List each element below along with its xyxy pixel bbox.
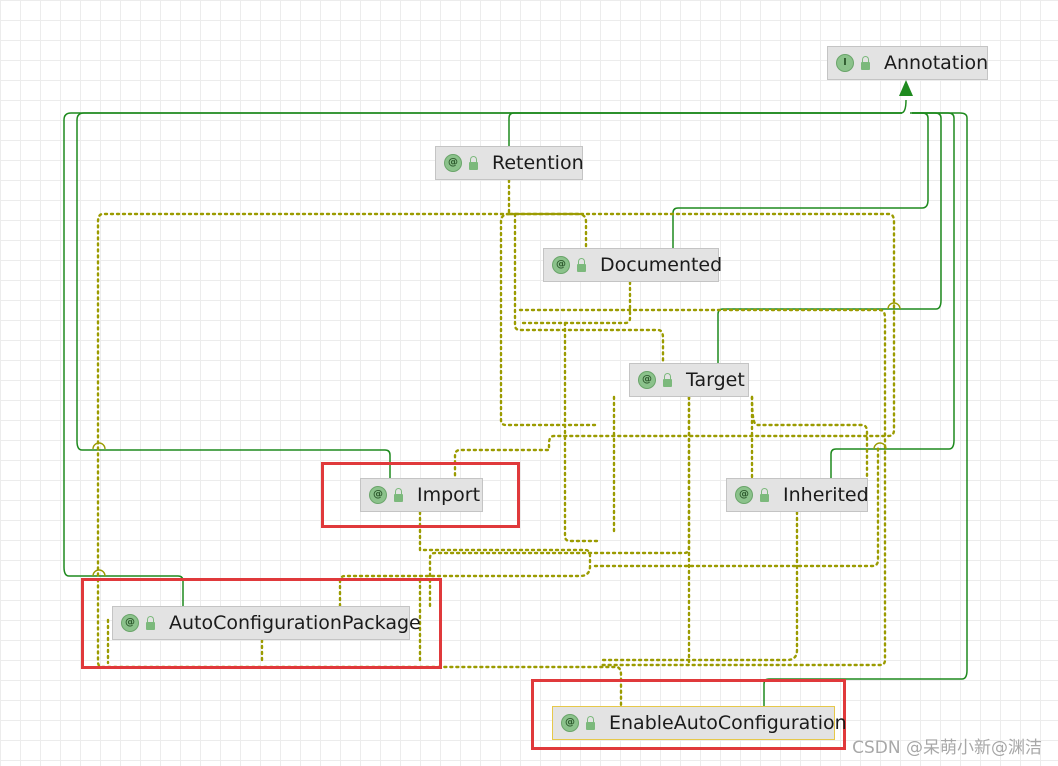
highlight-box-autoconfigurationpackage	[81, 578, 442, 669]
node-retention[interactable]: @ Retention	[435, 146, 584, 180]
annotation-icon: @	[638, 371, 656, 389]
lock-icon	[577, 257, 586, 272]
node-import[interactable]: @ Import	[360, 478, 483, 512]
highlight-box-enableautoconfiguration	[531, 679, 846, 750]
node-label: AutoConfigurationPackage	[169, 612, 421, 634]
interface-icon: I	[836, 54, 854, 72]
node-enableautoconfiguration[interactable]: @ EnableAutoConfiguration	[552, 706, 847, 740]
node-label: Retention	[492, 152, 584, 174]
node-label: Import	[417, 484, 481, 506]
node-target[interactable]: @ Target	[629, 363, 749, 397]
edge-hops	[92, 302, 901, 577]
node-autoconfigurationpackage[interactable]: @ AutoConfigurationPackage	[112, 606, 421, 640]
annotation-icon: @	[444, 154, 462, 172]
annotation-icon: @	[552, 256, 570, 274]
meta-annotation-edges	[96, 178, 896, 708]
highlight-box-import	[321, 462, 520, 528]
lock-icon	[861, 55, 870, 70]
lock-icon	[663, 372, 672, 387]
node-label: Target	[686, 369, 745, 391]
node-inherited[interactable]: @ Inherited	[726, 478, 869, 512]
lock-icon	[146, 615, 155, 630]
watermark: CSDN @呆萌小新@渊洁	[852, 738, 1042, 758]
lock-icon	[760, 487, 769, 502]
lock-icon	[469, 155, 478, 170]
node-label: Annotation	[884, 52, 989, 74]
arrowhead	[899, 80, 913, 96]
annotation-icon: @	[121, 614, 139, 632]
node-label: Documented	[600, 254, 723, 276]
lock-icon	[394, 487, 403, 502]
node-label: Inherited	[783, 484, 869, 506]
node-documented[interactable]: @ Documented	[543, 248, 723, 282]
node-label: EnableAutoConfiguration	[609, 712, 847, 734]
node-annotation[interactable]: I Annotation	[827, 46, 988, 80]
annotation-icon: @	[561, 714, 579, 732]
lock-icon	[586, 715, 595, 730]
annotation-icon: @	[735, 486, 753, 504]
annotation-icon: @	[369, 486, 387, 504]
